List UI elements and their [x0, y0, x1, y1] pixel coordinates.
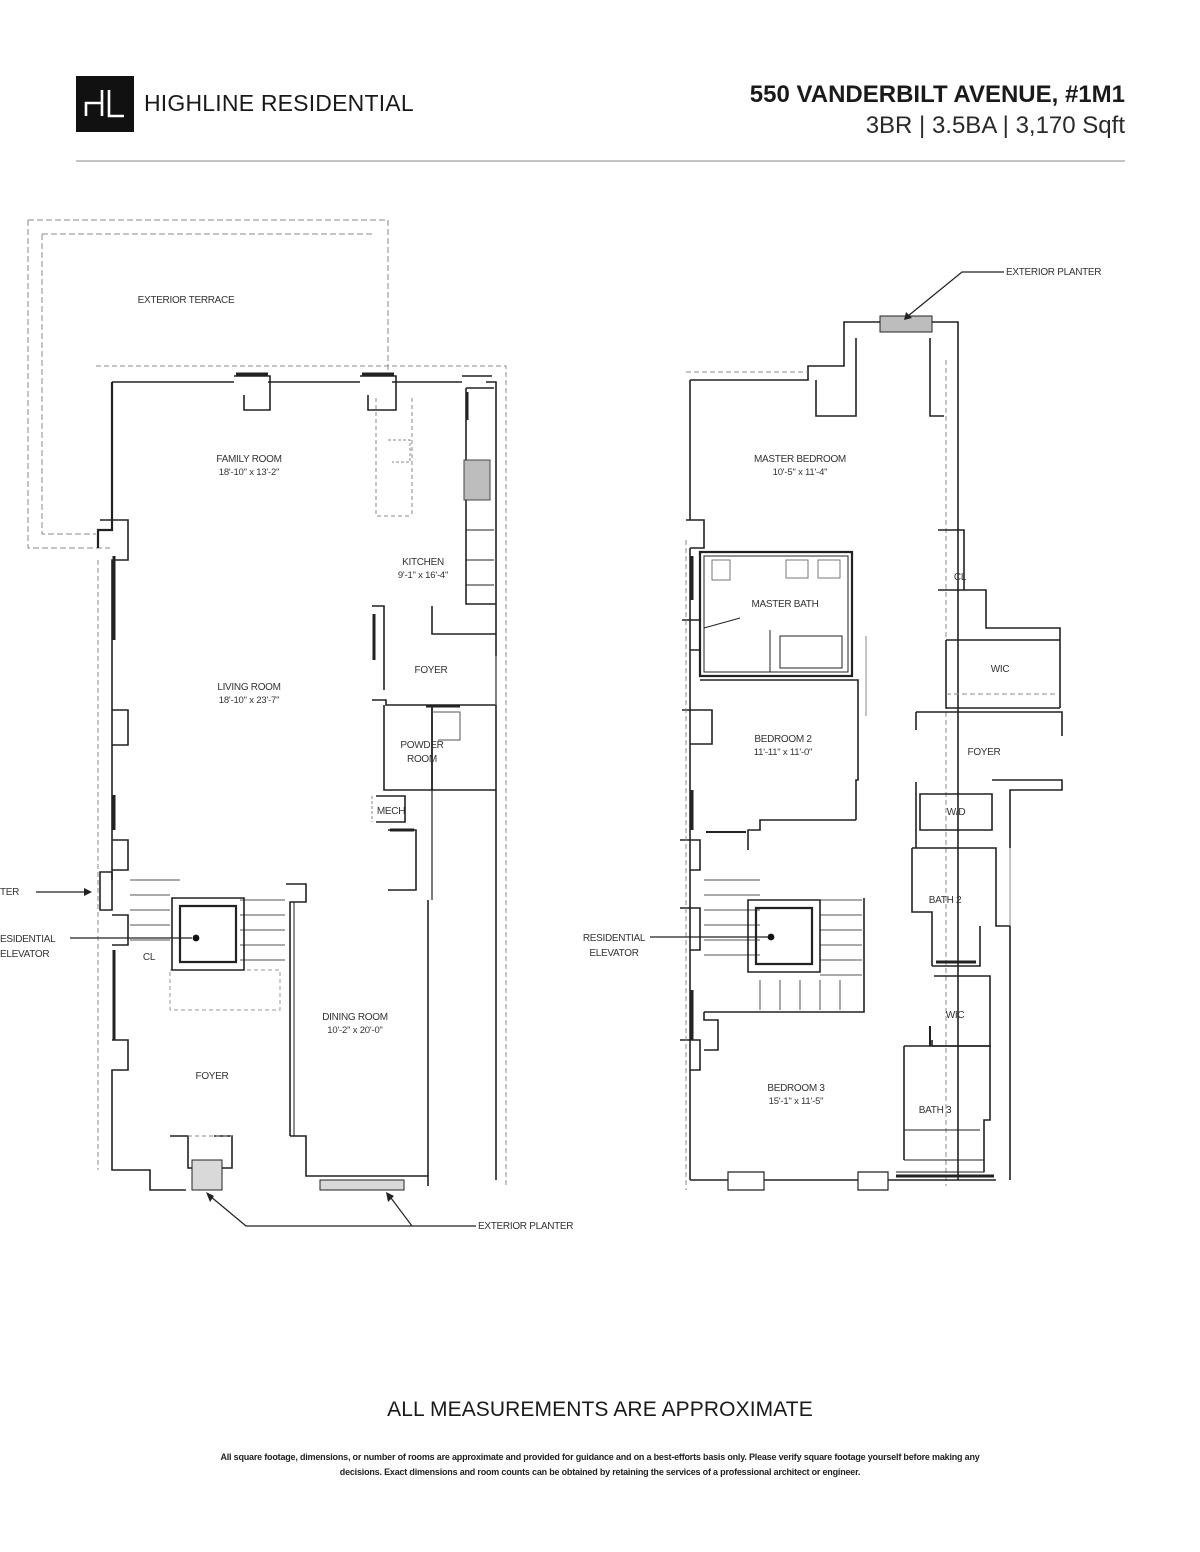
label-living-room: LIVING ROOM — [217, 682, 280, 693]
dim-master-bedroom: 10'-5" x 11'-4" — [773, 467, 828, 478]
dim-bedroom-3: 15'-1" x 11'-5" — [769, 1096, 824, 1107]
brand-name: HIGHLINE RESIDENTIAL — [144, 90, 414, 116]
label-family-room: FAMILY ROOM — [216, 454, 281, 465]
upper-level-plan — [650, 271, 1063, 1191]
label-bedroom-2: BEDROOM 2 — [754, 734, 812, 745]
dim-dining-room: 10'-2" x 20'-0" — [327, 1025, 382, 1036]
callout-elevator-2: ELEVATOR — [0, 949, 49, 960]
page-header: HIGHLINE RESIDENTIAL 550 VANDERBILT AVEN… — [76, 76, 1125, 162]
callout-planter-left: TER — [0, 887, 19, 898]
disclaimer-line-1: All square footage, dimensions, or numbe… — [220, 1452, 980, 1462]
disclaimer: All square footage, dimensions, or numbe… — [90, 1450, 1110, 1480]
callout-elevator-upper-2: ELEVATOR — [589, 948, 638, 959]
property-specs: 3BR | 3.5BA | 3,170 Sqft — [865, 112, 1125, 139]
label-powder-room-1: POWDER — [400, 740, 443, 751]
label-master-bedroom: MASTER BEDROOM — [754, 454, 846, 465]
brand-logo — [76, 76, 134, 132]
label-mech: MECH — [377, 806, 405, 817]
callout-elevator-upper-1: RESIDENTIAL — [583, 933, 646, 944]
property-address: 550 VANDERBILT AVENUE, #1M1 — [749, 81, 1125, 108]
label-bath-2: BATH 2 — [929, 895, 962, 906]
dim-kitchen: 9'-1" x 16'-4" — [398, 570, 448, 581]
label-bedroom-3: BEDROOM 3 — [767, 1083, 825, 1094]
dim-bedroom-2: 11'-11" x 11'-0" — [754, 747, 812, 758]
floor-plans: EXTERIOR TERRACE FAMILY ROOM 18'-10" x 1… — [0, 200, 1200, 1250]
label-kitchen: KITCHEN — [402, 557, 444, 568]
label-dining-room: DINING ROOM — [322, 1012, 388, 1023]
disclaimer-line-2: decisions. Exact dimensions and room cou… — [339, 1467, 861, 1477]
label-wic-lower: WIC — [946, 1010, 965, 1021]
lower-level-plan — [27, 219, 507, 1227]
callout-exterior-planter-lower: EXTERIOR PLANTER — [478, 1221, 573, 1232]
label-wd: W/D — [947, 807, 966, 818]
dim-family-room: 18'-10" x 13'-2" — [219, 467, 280, 478]
callout-elevator-1: ESIDENTIAL — [0, 934, 56, 945]
label-wic-upper: WIC — [991, 664, 1010, 675]
hl-monogram-icon — [84, 90, 124, 118]
label-master-bath: MASTER BATH — [751, 599, 818, 610]
label-closet-upper: CL — [954, 572, 967, 583]
label-exterior-terrace: EXTERIOR TERRACE — [138, 295, 235, 306]
label-foyer-upper: FOYER — [415, 665, 448, 676]
header-divider — [76, 160, 1125, 162]
measurements-notice: ALL MEASUREMENTS ARE APPROXIMATE — [387, 1398, 813, 1421]
label-bath-3: BATH 3 — [919, 1105, 952, 1116]
dim-living-room: 18'-10" x 23'-7" — [219, 695, 280, 706]
callout-exterior-planter-upper: EXTERIOR PLANTER — [1006, 267, 1101, 278]
label-powder-room-2: ROOM — [407, 754, 437, 765]
label-foyer: FOYER — [968, 747, 1001, 758]
label-foyer-lower: FOYER — [196, 1071, 229, 1082]
label-closet: CL — [143, 952, 156, 963]
